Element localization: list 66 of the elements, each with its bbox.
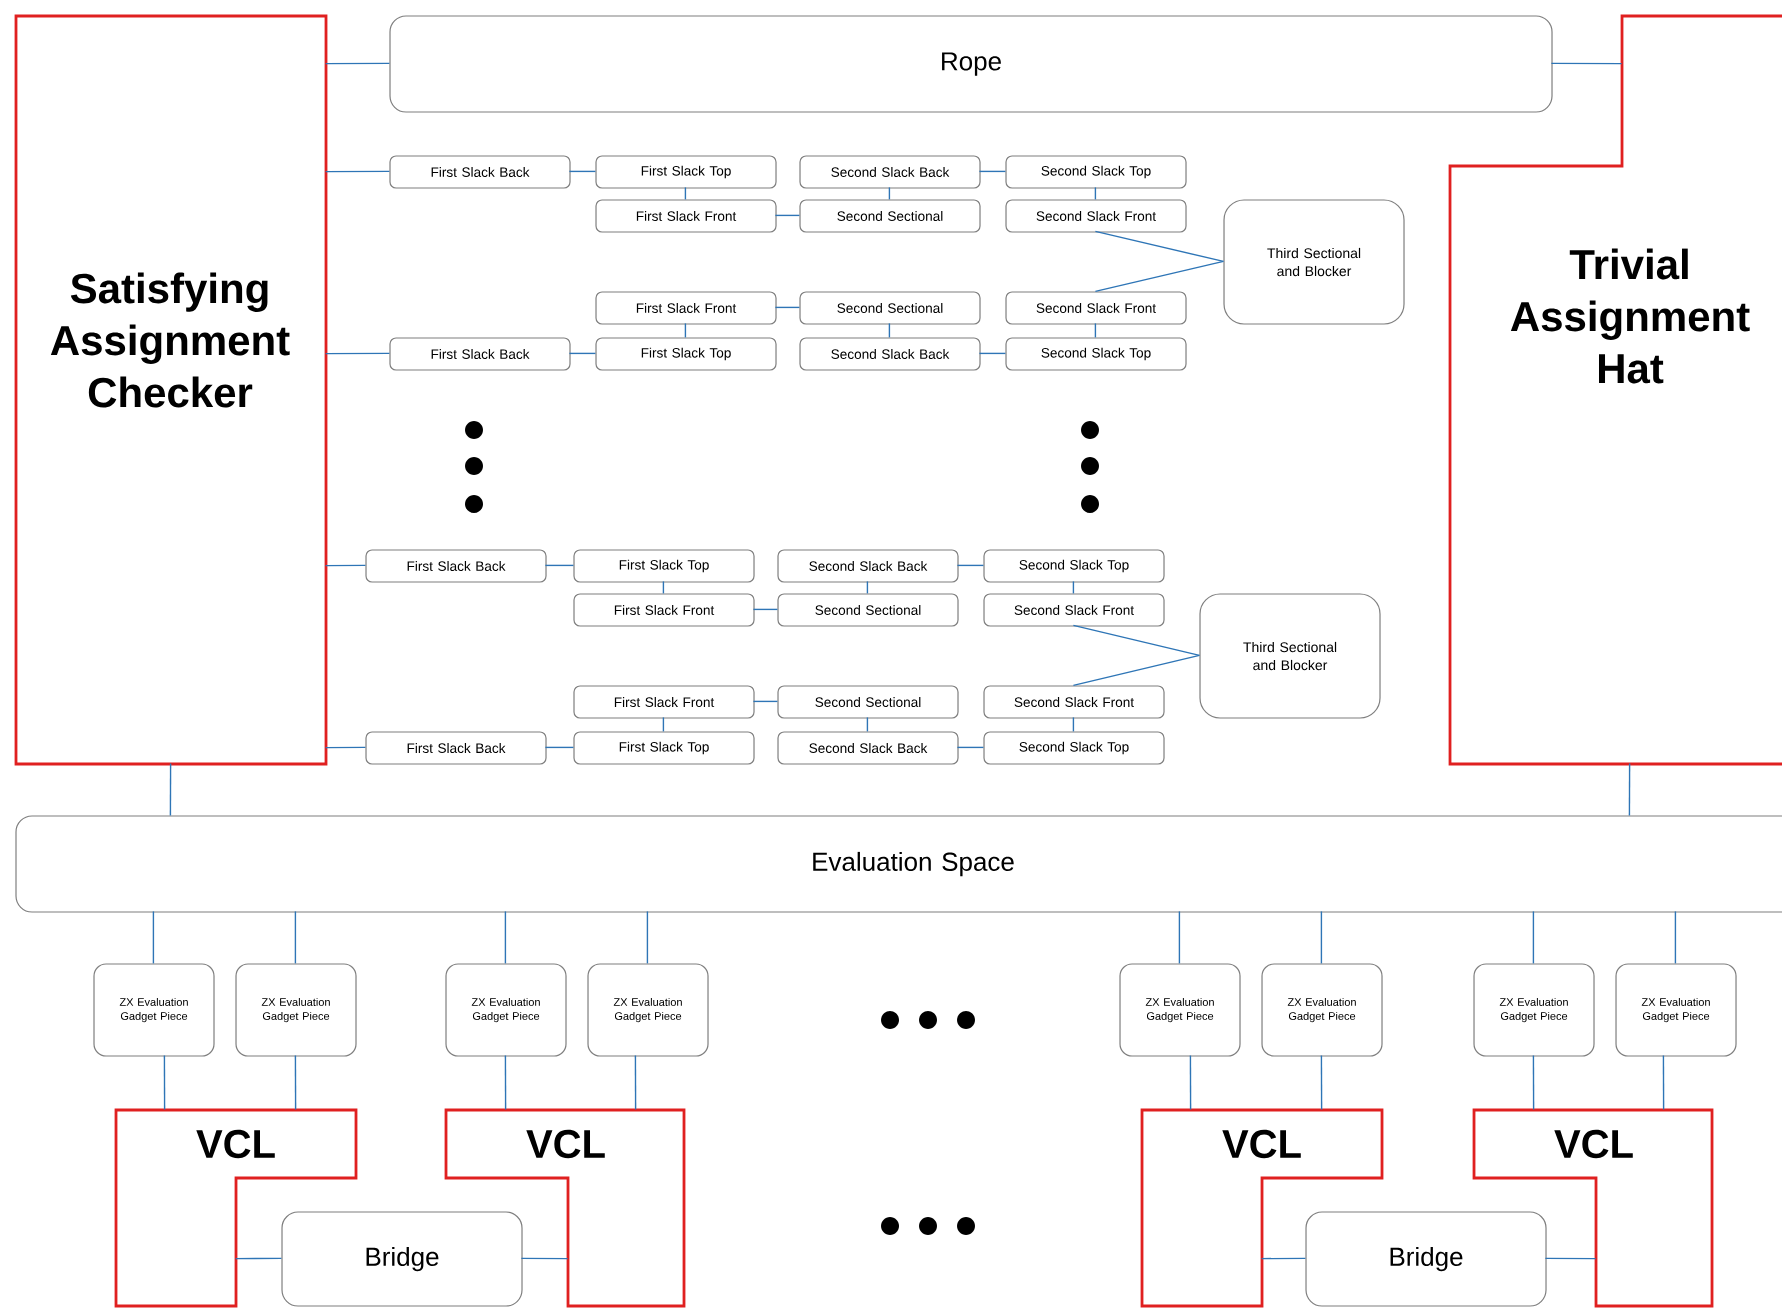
vcl-block: VCL	[1472, 1108, 1714, 1308]
connector-line	[662, 716, 665, 733]
connector-line	[1628, 762, 1631, 817]
connector-line	[324, 352, 391, 355]
connector-line	[978, 170, 1007, 173]
vcl-block: VCL	[114, 1108, 358, 1308]
connector-line	[544, 746, 575, 749]
hat-block: Trivial Assignment Hat	[1448, 14, 1782, 766]
connector-line	[324, 746, 367, 749]
connector-line	[324, 62, 391, 65]
connector-line	[169, 762, 172, 817]
connector-line	[1532, 910, 1535, 965]
connector-line	[504, 910, 507, 965]
connector-line	[544, 564, 575, 567]
connector-line	[956, 746, 985, 749]
connector-line	[324, 564, 367, 567]
connector-line	[504, 1054, 507, 1111]
evaluation-space-box: Evaluation Space	[15, 815, 1782, 913]
connector-line	[888, 186, 891, 201]
connector-line	[1072, 624, 1201, 657]
connector-line	[1532, 1054, 1535, 1111]
connector-line	[774, 214, 801, 217]
rope-box: Rope	[389, 15, 1553, 113]
connector-line	[1260, 1257, 1307, 1260]
connector-line	[1189, 1054, 1192, 1111]
connector-line	[152, 910, 155, 965]
connector-line	[1094, 230, 1225, 263]
connector-line	[1072, 716, 1075, 733]
connector-line	[866, 716, 869, 733]
checker-block: Satisfying Assignment Checker	[14, 14, 328, 766]
connector-line	[866, 580, 869, 595]
vcl-block: VCL	[444, 1108, 686, 1308]
connector-line	[1094, 322, 1097, 339]
connector-line	[1094, 260, 1225, 293]
connector-line	[1320, 910, 1323, 965]
connector-line	[956, 564, 985, 567]
connector-line	[1320, 1054, 1323, 1111]
connector-line	[324, 170, 391, 173]
connector-line	[1544, 1257, 1597, 1260]
connector-line	[752, 700, 779, 703]
connector-line	[1662, 1054, 1665, 1111]
connector-line	[978, 352, 1007, 355]
connector-line	[1094, 186, 1097, 201]
connector-line	[294, 1054, 297, 1111]
connector-line	[163, 1054, 166, 1111]
connector-line	[1178, 910, 1181, 965]
bridge-box: Bridge	[1305, 1211, 1547, 1307]
connector-line	[646, 910, 649, 965]
connector-line	[294, 910, 297, 965]
connector-line	[662, 580, 665, 595]
connector-line	[774, 306, 801, 309]
connector-line	[568, 170, 597, 173]
connector-line	[568, 352, 597, 355]
connector-line	[684, 322, 687, 339]
connector-line	[1674, 910, 1677, 965]
connector-line	[234, 1257, 283, 1260]
connector-line	[1072, 580, 1075, 595]
vcl-block: VCL	[1140, 1108, 1384, 1308]
connector-line	[520, 1257, 569, 1260]
connector-line	[888, 322, 891, 339]
bridge-box: Bridge	[281, 1211, 523, 1307]
connector-line	[1550, 62, 1623, 65]
connector-line	[752, 608, 779, 611]
connector-line	[634, 1054, 637, 1111]
connector-line	[1072, 654, 1201, 687]
connector-line	[684, 186, 687, 201]
